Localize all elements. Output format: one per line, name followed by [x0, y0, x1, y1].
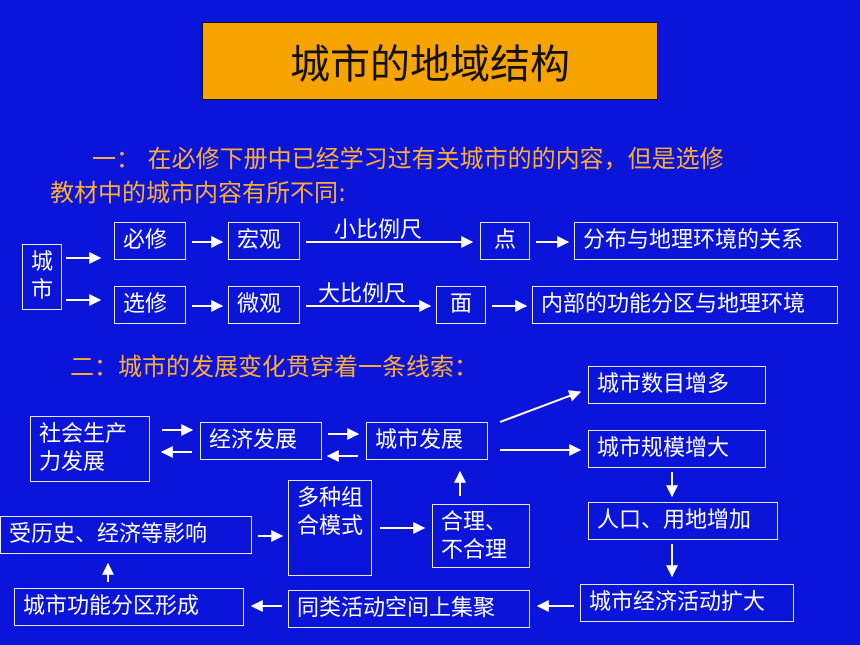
- city-scale-box: 城市规模增大: [588, 430, 766, 468]
- functional-zones-box: 城市功能分区形成: [14, 588, 244, 626]
- city-development-box: 城市发展: [366, 422, 488, 460]
- area-box: 面: [436, 286, 486, 324]
- part2-heading: 二：城市的发展变化贯穿着一条线索：: [70, 353, 478, 381]
- city-count-box: 城市数目增多: [588, 366, 766, 404]
- economy-box: 经济发展: [200, 422, 322, 460]
- functional-zoning-box: 内部的功能分区与地理环境: [532, 286, 838, 324]
- compulsory-box: 必修: [114, 222, 186, 260]
- influence-box: 受历史、经济等影响: [0, 516, 252, 554]
- spatial-clustering-box: 同类活动空间上集聚: [288, 590, 530, 628]
- small-scale-label: 小比例尺: [334, 218, 423, 243]
- point-box: 点: [480, 222, 530, 260]
- distribution-relation-box: 分布与地理环境的关系: [574, 222, 838, 260]
- intro-line-1: 一： 在必修下册中已经学习过有关城市的的内容，但是选修: [92, 145, 724, 173]
- city-label-box: 城 市: [22, 244, 62, 310]
- city-label-char-2: 市: [30, 278, 53, 303]
- combination-patterns-box: 多种组合模式: [288, 480, 372, 576]
- intro-line-2: 教材中的城市内容有所不同:: [50, 179, 347, 207]
- population-land-box: 人口、用地增加: [588, 502, 778, 540]
- productivity-box: 社会生产力发展: [30, 416, 150, 482]
- elective-box: 选修: [114, 286, 186, 324]
- micro-box: 微观: [228, 286, 300, 324]
- arrow-city-to-count: [499, 390, 582, 423]
- economic-activity-box: 城市经济活动扩大: [580, 584, 794, 622]
- rational-box: 合理、不合理: [432, 504, 530, 568]
- large-scale-label: 大比例尺: [318, 282, 407, 307]
- page-title: 城市的地域结构: [202, 22, 658, 100]
- city-label-char-1: 城: [30, 250, 53, 275]
- macro-box: 宏观: [228, 222, 300, 260]
